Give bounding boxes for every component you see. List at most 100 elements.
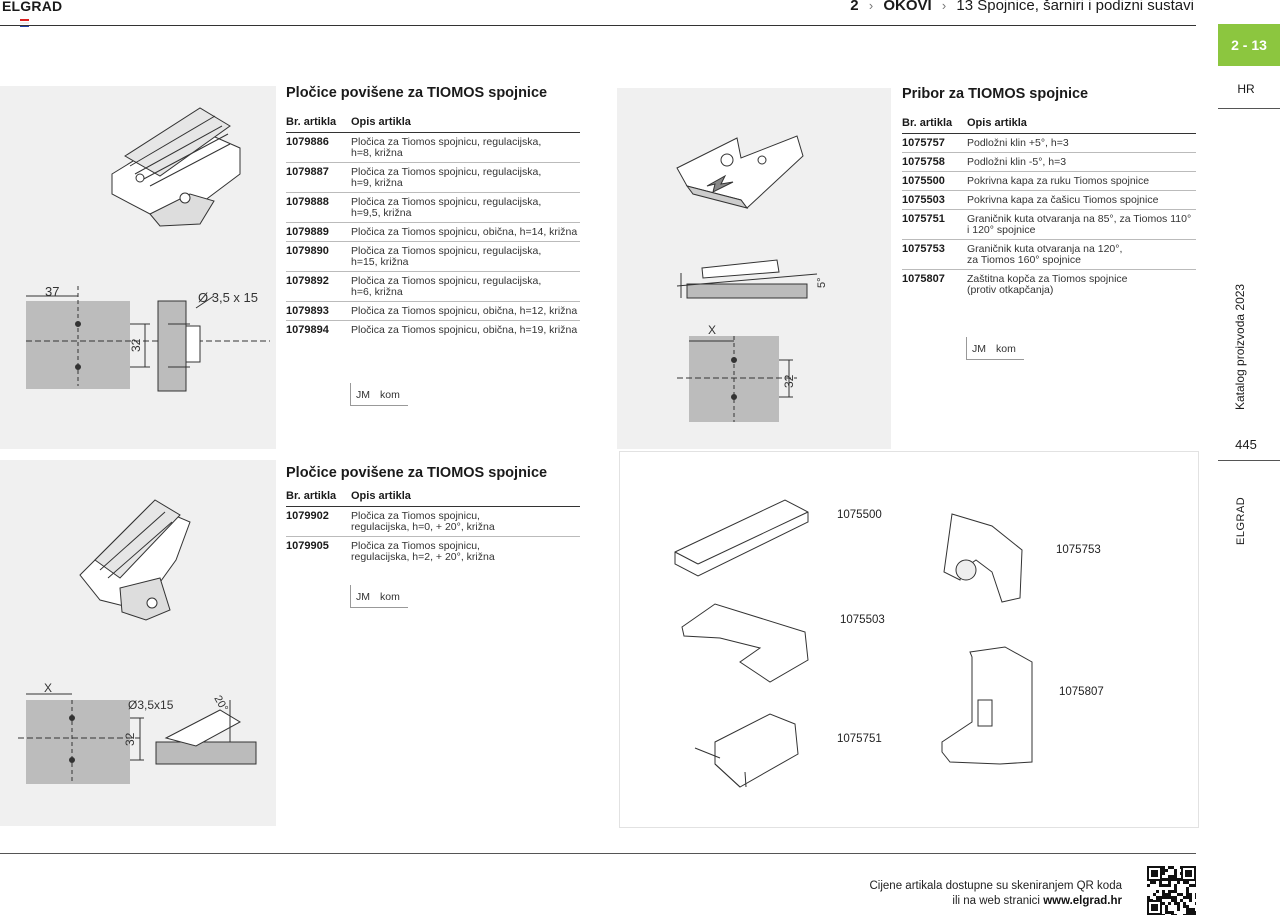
footer-note: Cijene artikala dostupne su skeniranjem … — [870, 879, 1123, 909]
cover-cap-cup-image — [681, 603, 809, 683]
unit-label: JM — [356, 389, 370, 401]
chevron-right-icon: › — [941, 0, 947, 13]
description-line: Pločica za Tiomos spojnicu, regulacijska… — [351, 166, 542, 178]
dim-32-label: 32 — [782, 374, 796, 388]
footer-line2: ili na web stranici — [952, 895, 1040, 907]
col-code-header: Br. artikla — [902, 117, 967, 134]
crumb-chapter[interactable]: OKOVI — [883, 0, 932, 14]
article-description: Podložni klin +5°, h=3 — [967, 133, 1196, 153]
description-line: Pločica za Tiomos spojnicu, regulacijska… — [351, 196, 542, 208]
description-line: Pločica za Tiomos spojnicu, — [351, 540, 480, 552]
crumb-section[interactable]: Spojnice, šarniri i podizni sustavi — [977, 0, 1194, 14]
article-description: Graničnik kuta otvaranja na 120°,za Tiom… — [967, 239, 1196, 270]
plate-iso-image — [111, 107, 241, 227]
safety-clip-image — [941, 646, 1033, 765]
dim-32-label: 32 — [123, 732, 137, 746]
article-description: Pokrivna kapa za ruku Tiomos spojnice — [967, 171, 1196, 191]
accessory-code: 1075503 — [840, 614, 885, 626]
article-code: 1075500 — [902, 171, 967, 191]
article-code: 1075758 — [902, 152, 967, 172]
description-line: Graničnik kuta otvaranja na 120°, — [967, 243, 1123, 255]
wedge-iso-image — [676, 135, 804, 209]
col-code-header: Br. artikla — [286, 116, 351, 133]
unit-box: JM kom — [350, 585, 408, 608]
unit-value: kom — [380, 591, 400, 603]
article-description: Pločica za Tiomos spojnicu, regulacijska… — [351, 241, 580, 272]
accessory-code: 1075500 — [837, 509, 882, 521]
dim-x-label: X — [708, 323, 716, 337]
description-line: Podložni klin -5°, h=3 — [967, 156, 1067, 168]
footer-divider — [0, 853, 1196, 854]
article-code: 1079890 — [286, 241, 351, 272]
description-line: Graničnik kuta otvaranja na 85°, za Tiom… — [967, 213, 1192, 225]
description-line: Pločica za Tiomos spojnicu, regulacijska… — [351, 136, 542, 148]
article-code: 1079887 — [286, 162, 351, 193]
breadcrumb: 2 › OKOVI › 13 Spojnice, šarniri i podiz… — [850, 0, 1194, 14]
product-drawing-angled-plate: X 32 Ø3,5x15 20° — [0, 460, 276, 826]
website-link[interactable]: www.elgrad.hr — [1043, 895, 1122, 907]
section-title: Pločice povišene za TIOMOS spojnice — [286, 465, 548, 481]
description-line: za Tiomos 160° spojnice — [967, 254, 1081, 266]
description-line: Pločica za Tiomos spojnicu, — [351, 510, 480, 522]
accessory-code: 1075751 — [837, 733, 882, 745]
col-code-header: Br. artikla — [286, 490, 351, 507]
description-line: h=9,5, križna — [351, 207, 412, 219]
qr-code-icon[interactable] — [1147, 866, 1198, 917]
section-title: Pribor za TIOMOS spojnice — [902, 86, 1089, 102]
article-code: 1079888 — [286, 192, 351, 223]
section-title: Pločice povišene za TIOMOS spojnice — [286, 85, 548, 101]
description-line: (protiv otkapčanja) — [967, 284, 1054, 296]
article-code: 1075807 — [902, 273, 945, 285]
description-line: Pločica za Tiomos spojnicu, obična, h=19… — [351, 324, 578, 336]
article-code: 1079894 — [286, 324, 329, 336]
wedge-side-drawing — [676, 259, 818, 299]
language-label: HR — [1237, 82, 1255, 96]
crumb-chapter-no[interactable]: 2 — [850, 0, 859, 14]
stopper-120-image — [943, 513, 1023, 603]
unit-label: JM — [356, 591, 370, 603]
rail-brand: ELGRAD — [1235, 496, 1247, 545]
table-row: 1079894 Pločica za Tiomos spojnicu, običn… — [286, 321, 580, 340]
article-code: 1075753 — [902, 239, 967, 270]
article-description: Pločica za Tiomos spojnicu, obična, h=14… — [351, 222, 580, 242]
description-line: h=8, križna — [351, 147, 403, 159]
chevron-right-icon: › — [868, 0, 874, 13]
article-code: 1079905 — [286, 540, 329, 552]
rail-divider — [1218, 460, 1280, 461]
screw-label: Ø 3,5 x 15 — [198, 290, 258, 305]
description-line: h=6, križna — [351, 286, 403, 298]
table-row: 1079905 Pločica za Tiomos spojnicu,regula… — [286, 537, 580, 567]
article-code: 1075757 — [902, 133, 967, 153]
screw-label: Ø3,5x15 — [128, 698, 174, 712]
brand-logo[interactable]: ELGRAD — [2, 0, 63, 14]
description-line: regulacijska, h=0, + 20°, križna — [351, 521, 495, 533]
description-line: Podložni klin +5°, h=3 — [967, 137, 1069, 149]
description-line: Zaštitna kopča za Tiomos spojnice — [967, 273, 1128, 285]
article-code: 1075751 — [902, 209, 967, 240]
article-description: Pločica za Tiomos spojnicu,regulacijska,… — [351, 506, 580, 537]
plate-dimension-drawing — [26, 286, 270, 392]
crumb-section-no[interactable]: 13 — [956, 0, 974, 14]
chapter-tab[interactable]: 2 - 13 — [1218, 24, 1280, 66]
article-description: Pločica za Tiomos spojnicu,regulacijska,… — [351, 537, 580, 567]
description-line: h=15, križna — [351, 256, 409, 268]
dim-32-label: 32 — [129, 338, 143, 352]
article-description: Pločica za Tiomos spojnicu, regulacijska… — [351, 192, 580, 223]
angle-label: 5° — [816, 277, 828, 288]
article-description: Pločica za Tiomos spojnicu, regulacijska… — [351, 132, 580, 163]
